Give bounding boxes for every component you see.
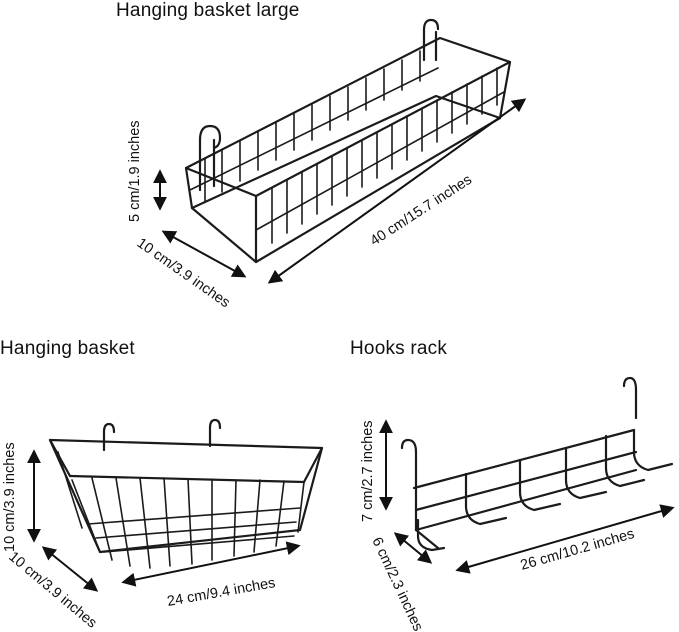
basket-depth-label: 10 cm/3.9 inches [5,549,99,632]
hooks-rack-depth-label: 6 cm/2.3 inches [368,535,425,632]
basket-title: Hanging basket [0,338,135,359]
large-basket-title: Hanging basket large [116,0,300,21]
large-basket-height-label: 5 cm/1.9 inches [127,120,143,222]
basket-length-label: 24 cm/9.4 inches [166,575,277,610]
hooks-rack-height-label: 7 cm/2.7 inches [360,420,376,522]
hooks-rack-drawing [400,376,674,552]
large-basket-depth-label: 10 cm/3.9 inches [134,235,233,311]
hooks-rack-title: Hooks rack [350,338,448,359]
large-basket-length-label: 40 cm/15.7 inches [367,172,474,250]
hooks-rack-length-label: 26 cm/10.2 inches [519,526,637,574]
basket-height-label: 10 cm/3.9 inches [2,442,18,552]
basket-drawing [48,418,324,569]
